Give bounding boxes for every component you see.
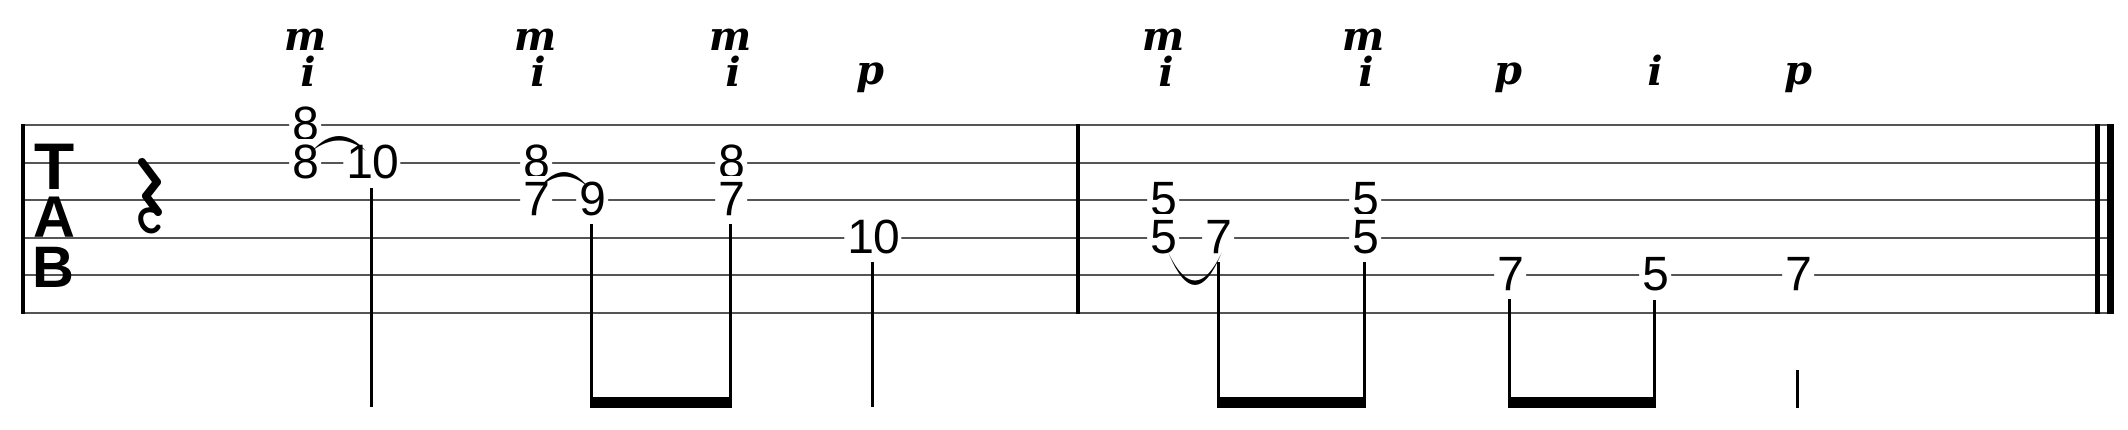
note-stem-half-short-stem [1796,370,1799,408]
fret-number: 7 [1782,251,1814,299]
staff-line-6 [22,311,2114,314]
fingering-i: i [725,49,741,96]
fret-number: 10 [844,213,902,262]
fret-number: 7 [1202,213,1234,262]
note-stem-eighth [1653,300,1656,407]
fret-number: 9 [576,176,608,224]
fingering-i: i [1647,48,1663,95]
note-stem-eighth [1217,262,1220,407]
barline-measure [1076,124,1080,314]
staff-line-5 [22,274,2114,276]
fingering-i: i [300,49,316,96]
note-stem-quarter [370,188,373,407]
note-stem-eighth [729,224,732,407]
fingering-m: m [513,13,557,60]
fret-number: 5 [1639,251,1671,299]
tab-clef-letter-T: T [33,129,75,203]
barline-start [21,124,25,314]
fret-number: 7 [520,176,552,224]
fingering-m: m [1141,13,1185,60]
eighth-beam [1217,397,1366,408]
fingering-i: i [1158,49,1174,96]
fingering-p: p [1784,47,1812,94]
fret-number: 5 [1349,213,1381,262]
note-stem-eighth [1508,298,1511,407]
note-stem-quarter [871,262,874,407]
note-stem-eighth [1363,260,1366,407]
fret-number: 7 [1494,251,1526,299]
tab-clef-letter-A: A [33,185,75,250]
note-stem-eighth [590,222,593,407]
fingering-m: m [1341,13,1385,60]
tab-clef-letter-B: B [32,235,74,300]
quarter-rest-icon [138,158,162,234]
staff-line-1 [22,124,2114,126]
fingering-i: i [1358,49,1374,96]
eighth-beam [590,397,732,408]
barline-final-thin [2095,124,2100,314]
fingering-i: i [530,49,546,96]
fingering-m: m [708,13,752,60]
fret-number: 10 [343,138,401,187]
fingering-m: m [283,13,327,60]
fret-number: 5 [1147,213,1179,262]
staff-line-2 [22,161,2114,164]
slur-layer [312,136,1222,285]
eighth-beam [1508,397,1656,408]
staff-line-3 [22,199,2114,201]
barline-final-thick [2107,124,2114,314]
fret-number: 7 [715,176,747,224]
fingering-p: p [856,47,884,94]
staff-line-4 [22,236,2114,239]
fingering-p: p [1494,47,1522,94]
fret-number: 8 [289,138,321,187]
